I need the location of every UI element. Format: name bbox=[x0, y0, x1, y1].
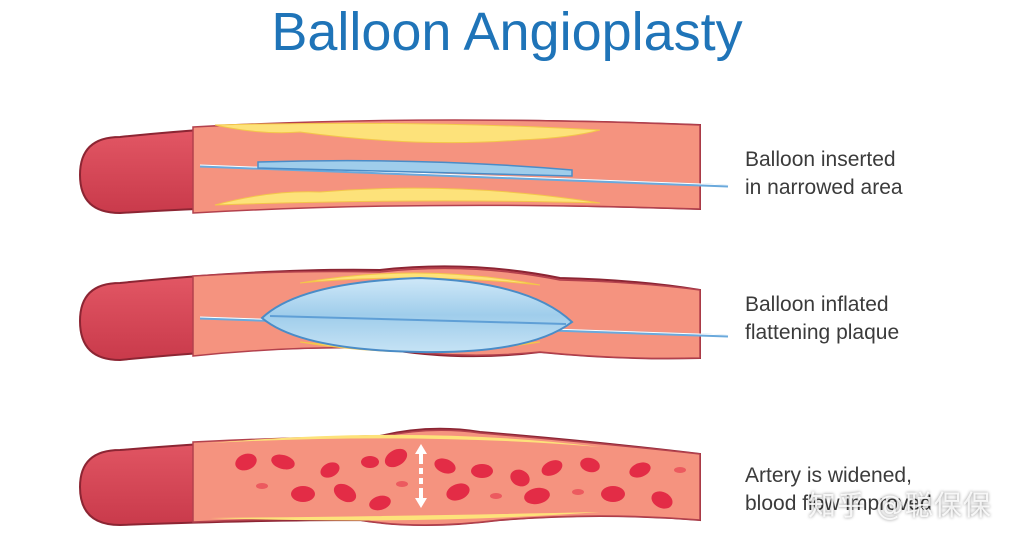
red-blood-cell bbox=[629, 462, 651, 478]
caption-balloon-inserted: Balloon inserted in narrowed area bbox=[745, 146, 1005, 202]
red-blood-cell bbox=[333, 483, 357, 503]
red-blood-cell bbox=[524, 487, 550, 505]
caption-line: flattening plaque bbox=[745, 321, 900, 344]
red-blood-cell bbox=[446, 483, 470, 501]
deflated-balloon bbox=[257, 159, 573, 177]
red-blood-cell bbox=[572, 489, 584, 495]
artery-stage-1 bbox=[78, 119, 729, 215]
plaque-thin-top bbox=[210, 434, 600, 447]
up-arrow-icon bbox=[415, 444, 427, 464]
plaque-thin-bottom bbox=[210, 512, 600, 521]
red-blood-cell bbox=[235, 453, 257, 471]
inflated-balloon bbox=[260, 276, 574, 354]
watermark: 知乎 @聪保保 bbox=[808, 489, 992, 522]
caption-line: Balloon inflated bbox=[745, 293, 889, 316]
red-blood-cell bbox=[271, 454, 295, 470]
red-blood-cell bbox=[541, 460, 563, 476]
red-blood-cell bbox=[510, 469, 530, 487]
red-blood-cell bbox=[471, 464, 493, 478]
red-blood-cell bbox=[601, 486, 625, 502]
caption-line: in narrowed area bbox=[745, 176, 903, 199]
caption-artery-widened: Artery is widened, blood flow improved bbox=[745, 462, 1005, 518]
plaque-flattened-top bbox=[299, 272, 541, 286]
red-blood-cell bbox=[490, 493, 502, 499]
caption-line: Artery is widened, bbox=[745, 464, 912, 487]
red-blood-cells bbox=[235, 448, 686, 511]
caption-line: Balloon inserted bbox=[745, 148, 896, 171]
red-blood-cell bbox=[580, 457, 600, 473]
red-blood-cell bbox=[256, 483, 268, 489]
widening-arrows bbox=[415, 444, 427, 508]
artery-stage-2 bbox=[78, 265, 729, 362]
red-blood-cell bbox=[369, 495, 391, 511]
plaque-bottom bbox=[214, 187, 601, 206]
down-arrow-icon bbox=[415, 488, 427, 508]
red-blood-cell bbox=[361, 456, 379, 468]
diagram-title: Balloon Angioplasty bbox=[271, 2, 743, 62]
caption-balloon-inflated: Balloon inflated flattening plaque bbox=[745, 291, 1005, 347]
red-blood-cell bbox=[434, 458, 456, 474]
red-blood-cell bbox=[651, 491, 673, 509]
red-blood-cell bbox=[291, 486, 315, 502]
artery-stage-3 bbox=[78, 427, 701, 527]
plaque-top bbox=[214, 122, 601, 144]
red-blood-cell bbox=[384, 448, 408, 468]
red-blood-cell bbox=[396, 481, 408, 487]
red-blood-cell bbox=[320, 462, 340, 478]
caption-line: blood flow improved bbox=[745, 492, 932, 515]
red-blood-cell bbox=[674, 467, 686, 473]
